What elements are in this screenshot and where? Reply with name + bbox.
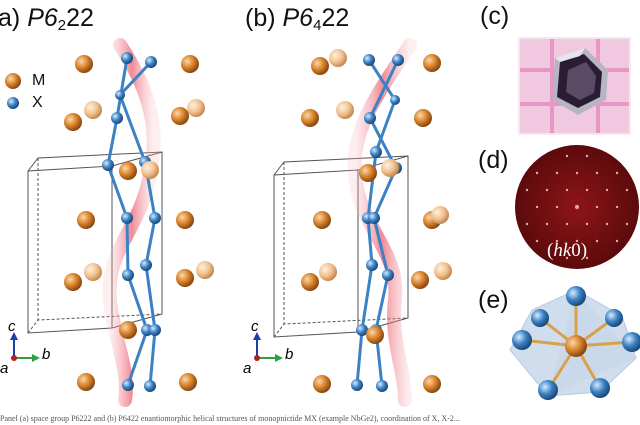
axis-label-a-b: a bbox=[243, 360, 252, 377]
panel-a-prefix: a) bbox=[0, 4, 28, 32]
panel-d-diffraction-pattern bbox=[515, 145, 639, 269]
legend-item-anion: X bbox=[32, 94, 43, 111]
panel-label-b: (b) P6422 bbox=[245, 4, 350, 34]
panel-b-prefix: (b) bbox=[245, 4, 283, 32]
axis-label-b-b: b bbox=[285, 346, 294, 363]
diffraction-plane-label: (hk0) bbox=[547, 240, 588, 261]
helix-ribbon-a bbox=[102, 38, 161, 407]
panel-c-crystal-photo bbox=[518, 37, 631, 135]
legend: M X bbox=[4, 70, 45, 114]
m-atoms-a bbox=[64, 55, 214, 391]
panel-label-e: (e) bbox=[478, 286, 509, 314]
m-atoms-b bbox=[301, 49, 452, 393]
legend-m-atom bbox=[5, 73, 21, 89]
x-atoms-b bbox=[351, 54, 404, 392]
figure-caption: Panel (a) space group P6222 and (b) P642… bbox=[0, 414, 460, 423]
axis-label-c-a: c bbox=[8, 318, 16, 335]
axes-b bbox=[253, 332, 283, 362]
panel-label-a: a) P6222 bbox=[0, 4, 94, 34]
panel-label-c: (c) bbox=[480, 2, 510, 30]
axis-label-b-a: b bbox=[42, 346, 51, 363]
helix-ribbon-b bbox=[347, 38, 417, 407]
axis-label-a-a: a bbox=[0, 360, 9, 377]
axes-a bbox=[10, 332, 40, 362]
axis-label-c-b: c bbox=[251, 318, 259, 335]
panel-label-d: (d) bbox=[478, 146, 509, 174]
space-group-a: P6222 bbox=[27, 4, 94, 34]
unit-cell-a bbox=[27, 151, 163, 334]
panel-b-structure bbox=[253, 38, 452, 407]
panel-e-coordination-polyhedron bbox=[509, 286, 640, 400]
legend-x-atom bbox=[7, 97, 19, 109]
legend-item-metal: M bbox=[32, 72, 46, 89]
space-group-b: P6422 bbox=[282, 4, 350, 34]
panel-a-structure bbox=[10, 38, 214, 407]
